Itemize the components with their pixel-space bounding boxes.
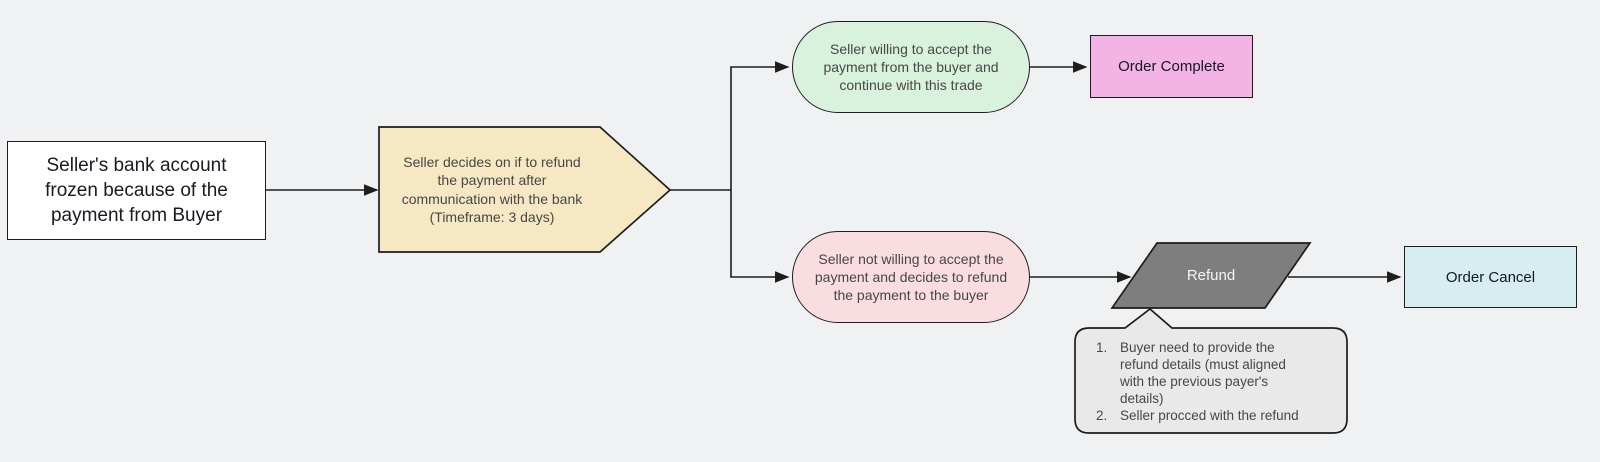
order-cancel-node: Order Cancel — [1404, 246, 1577, 308]
note-item-text: Buyer need to provide the refund details… — [1120, 340, 1286, 406]
refund-note-callout — [1074, 307, 1348, 434]
refund-note-item: 1. Buyer need to provide the refund deta… — [1096, 339, 1332, 407]
decision-node — [378, 126, 672, 253]
refund-note-item: 2. Seller procced with the refund — [1096, 407, 1332, 424]
note-item-number: 1. — [1096, 340, 1108, 355]
reject-branch-node: Seller not willing to accept the payment… — [792, 231, 1030, 323]
note-item-text: Seller procced with the refund — [1120, 408, 1299, 423]
note-item-number: 2. — [1096, 408, 1108, 423]
order-complete-node: Order Complete — [1090, 35, 1253, 98]
refund-node-label: Refund — [1186, 267, 1236, 284]
refund-node — [1110, 242, 1312, 309]
accept-branch-node: Seller willing to accept the payment fro… — [792, 21, 1030, 113]
edge-branch-to-reject — [730, 190, 790, 283]
decision-node-label: Seller decides on if to refund the payme… — [401, 153, 583, 226]
refund-note-list: 1. Buyer need to provide the refund deta… — [1096, 339, 1332, 424]
edge-branch-to-accept — [730, 61, 790, 190]
start-node: Seller's bank account frozen because of … — [7, 141, 266, 240]
